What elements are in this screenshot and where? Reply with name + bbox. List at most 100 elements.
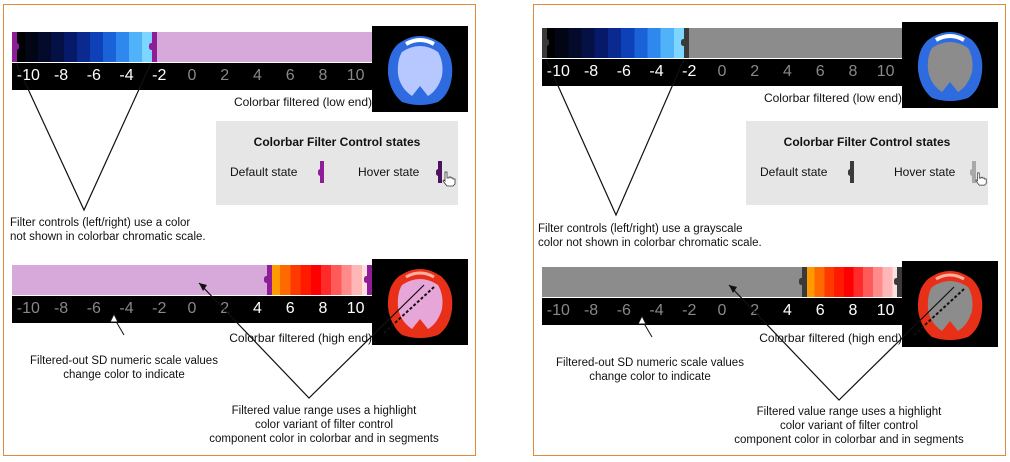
filtered-out-segment [155, 32, 372, 62]
filter-handle-right[interactable] [894, 267, 902, 297]
note-filtered-range: Filtered value range uses a highlight co… [734, 406, 964, 446]
scale-tick-label: 6 [285, 67, 295, 84]
callout-lines [545, 58, 965, 401]
filtered-range-segment [270, 265, 372, 295]
scale-tick-label: -10 [16, 67, 40, 84]
filter-handle-left[interactable] [542, 28, 549, 58]
note-filter-controls: Filter controls (left/right) use a color… [10, 217, 206, 243]
filtered-out-segment [12, 265, 270, 295]
brain-highlight [405, 271, 435, 279]
filter-handle-right[interactable] [149, 32, 157, 62]
scale-tick-label: 10 [876, 302, 895, 319]
scale-tick-label: -6 [86, 300, 101, 317]
scale-tick-label: -6 [616, 302, 631, 319]
caption-low-end: Colorbar filtered (low end) [233, 95, 372, 109]
scale-tick-label: -10 [546, 302, 570, 319]
scale-tick-label: 10 [346, 67, 365, 84]
note-filtered-sd: Filtered-out SD numeric scale values cha… [30, 355, 218, 381]
scale-tick-label: -4 [649, 63, 664, 80]
scale-tick-label: -10 [546, 63, 570, 80]
scale-tick-label: 0 [187, 300, 197, 317]
colorbar-high-end [542, 267, 902, 297]
scale-tick-label: 8 [318, 67, 328, 84]
default-state-handle [848, 161, 854, 183]
colorbar-low-end [12, 32, 372, 62]
callout-lines [15, 62, 435, 399]
filtered-range-segment [542, 28, 687, 58]
scale-tick-label: 0 [187, 67, 197, 84]
scale-tick-label: 4 [253, 300, 262, 317]
scale-tick-label: -8 [583, 63, 599, 80]
caption-low-end: Colorbar filtered (low end) [763, 91, 902, 105]
hover-state-handle [436, 161, 442, 183]
scale-tick-label: 0 [717, 63, 727, 80]
scale-tick-label: -6 [616, 63, 631, 80]
filter-handle-right[interactable] [681, 28, 689, 58]
scale-tick-label: -2 [682, 302, 697, 319]
pointer-hand-icon [975, 172, 987, 186]
default-state-label: Default state [760, 165, 828, 179]
filtered-out-segment [687, 28, 902, 58]
scale-tick-label: 4 [253, 67, 262, 84]
scale-tick-label: -10 [16, 300, 40, 317]
hover-state-label: Hover state [358, 165, 420, 179]
default-state-handle [318, 161, 324, 183]
filter-handle-left[interactable] [799, 267, 807, 297]
brain-image-high-red [372, 259, 468, 345]
scale-tick-label: 10 [876, 63, 895, 80]
brain-image-low-blue [372, 26, 468, 112]
scale-tick-label: 6 [815, 63, 825, 80]
scale-tick-label: 2 [220, 300, 230, 317]
filtered-out-segment [542, 267, 805, 297]
scale-tick-label: 2 [750, 63, 760, 80]
brain-inner [397, 279, 443, 329]
note-filtered-sd: Filtered-out SD numeric scale values cha… [556, 357, 744, 383]
hover-state-handle [970, 161, 976, 183]
default-state-label: Default state [230, 165, 298, 179]
scale-tick-label: 6 [815, 302, 825, 319]
filter-control-states-legend: Colorbar Filter Control states Default s… [746, 121, 988, 205]
brain-image-low-gray [902, 22, 998, 108]
scale-tick-label: -4 [649, 302, 664, 319]
colorbar-filter-panel-color: -10 -8 -6 -4 -2 0 2 4 6 8 10 Colorbar filtered (lo… [3, 4, 476, 456]
scale-tick-label: 8 [318, 300, 328, 317]
caption-high-end: Colorbar filtered (high end) [229, 331, 372, 345]
scale-tick-label: -6 [86, 67, 101, 84]
scale-tick-label: 2 [750, 302, 760, 319]
brain-highlight [405, 38, 435, 46]
pointer-hand-icon [442, 171, 456, 187]
caption-high-end: Colorbar filtered (high end) [759, 331, 902, 345]
scale-tick-label: 0 [717, 302, 727, 319]
hover-state-label: Hover state [894, 165, 956, 179]
filter-handle-left[interactable] [264, 265, 272, 295]
scale-tick-label: -2 [682, 63, 697, 80]
scale-tick-label: -8 [53, 67, 69, 84]
brain-inner [397, 46, 443, 96]
filter-handle-right[interactable] [364, 265, 372, 295]
colorbar-high-end [12, 265, 372, 295]
filter-handle-left[interactable] [12, 32, 19, 62]
filtered-range-segment [805, 267, 902, 297]
colorbar-low-end [542, 28, 902, 58]
scale-tick-label: 8 [848, 302, 858, 319]
brain-highlight [935, 34, 965, 42]
scale-tick-label: 2 [220, 67, 230, 84]
filtered-range-segment [12, 32, 155, 62]
numeric-scale-low: -10 -8 -6 -4 -2 0 2 4 6 8 10 [542, 59, 902, 86]
colorbar-filter-panel-grayscale: -10 -8 -6 -4 -2 0 2 4 6 8 10 Colorbar filtered (lo… [533, 4, 1006, 456]
scale-tick-label: -8 [53, 300, 69, 317]
scale-tick-label: 10 [346, 300, 365, 317]
scale-tick-label: 8 [848, 63, 858, 80]
scale-tick-label: -4 [119, 300, 134, 317]
brain-highlight [935, 273, 965, 281]
legend-title: Colorbar Filter Control states [783, 135, 951, 149]
scale-tick-label: -2 [152, 67, 167, 84]
scale-tick-label: -4 [119, 67, 134, 84]
filter-control-states-legend: Colorbar Filter Control states Default s… [216, 121, 458, 205]
numeric-scale-low: -10 -8 -6 -4 -2 0 2 4 6 8 10 [12, 63, 372, 90]
scale-tick-label: 4 [783, 63, 792, 80]
brain-inner [927, 42, 973, 92]
note-filter-controls: Filter controls (left/right) use a grays… [538, 223, 762, 249]
